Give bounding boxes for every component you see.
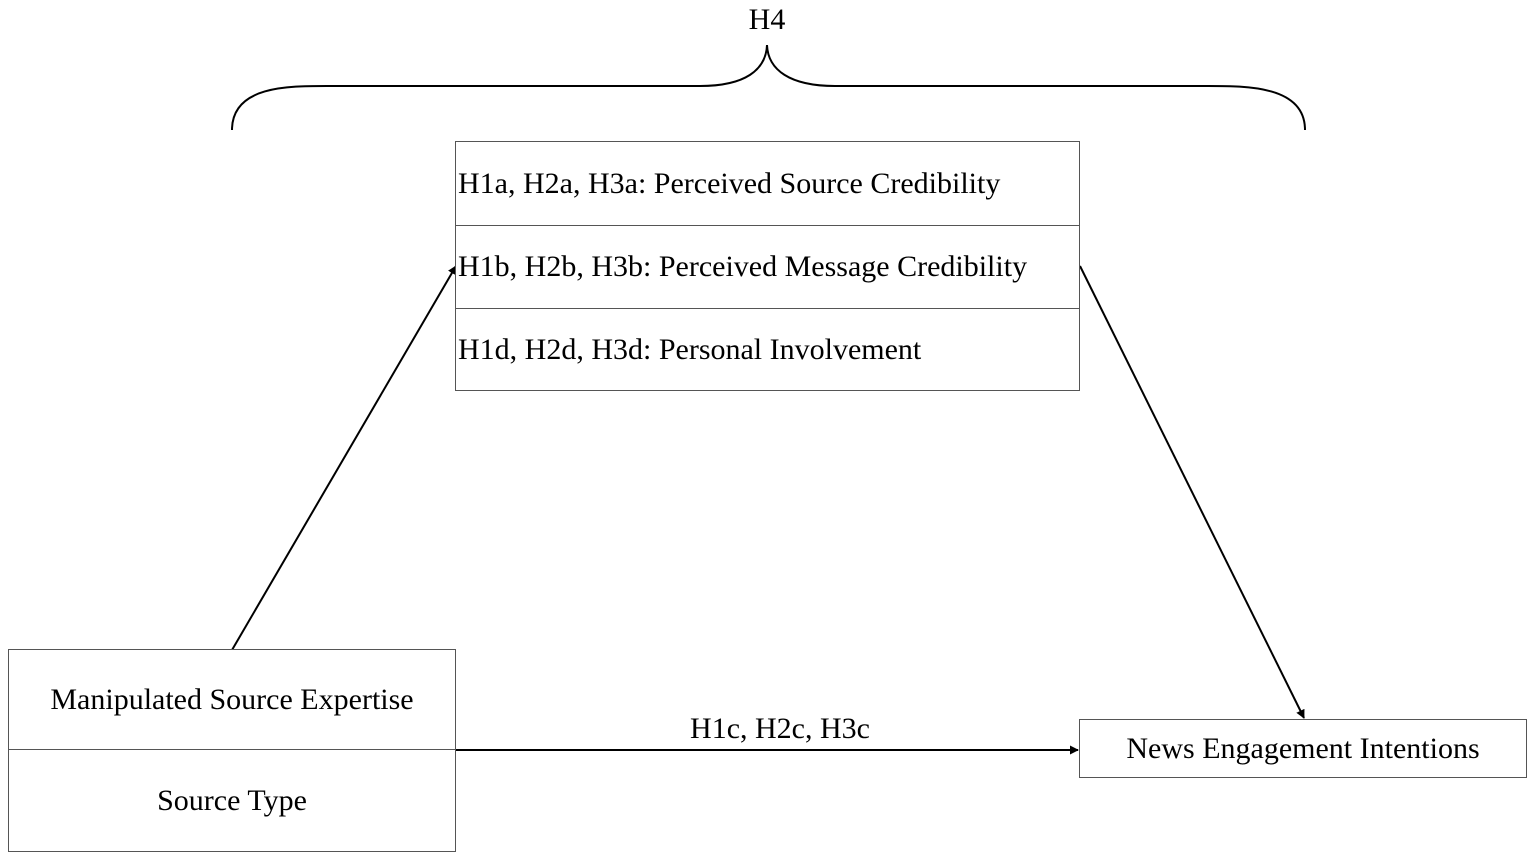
h4-label: H4 xyxy=(748,3,786,36)
mediator-source-credibility: H1a, H2a, H3a: Perceived Source Credibil… xyxy=(458,166,1001,200)
predictors-box: Manipulated Source Expertise Source Type xyxy=(8,649,456,852)
predictors-divider xyxy=(9,749,455,750)
direct-path-label: H1c, H2c, H3c xyxy=(690,712,870,745)
arrow-predictor-to-mediators xyxy=(231,265,457,651)
mediators-box: H1a, H2a, H3a: Perceived Source Credibil… xyxy=(455,141,1080,391)
mediator-message-credibility: H1b, H2b, H3b: Perceived Message Credibi… xyxy=(458,250,1028,283)
outcome-box: News Engagement Intentions xyxy=(1079,719,1527,778)
mediators-divider-2 xyxy=(456,308,1079,309)
h4-brace xyxy=(231,44,1306,131)
arrow-mediators-to-outcome xyxy=(1079,265,1305,719)
mediator-personal-involvement: H1d, H2d, H3d: Personal Involvement xyxy=(458,332,922,366)
mediators-divider-1 xyxy=(456,225,1079,226)
predictor-source-expertise: Manipulated Source Expertise xyxy=(50,683,414,716)
outcome-news-engagement: News Engagement Intentions xyxy=(1126,731,1480,765)
predictor-source-type: Source Type xyxy=(157,784,307,817)
